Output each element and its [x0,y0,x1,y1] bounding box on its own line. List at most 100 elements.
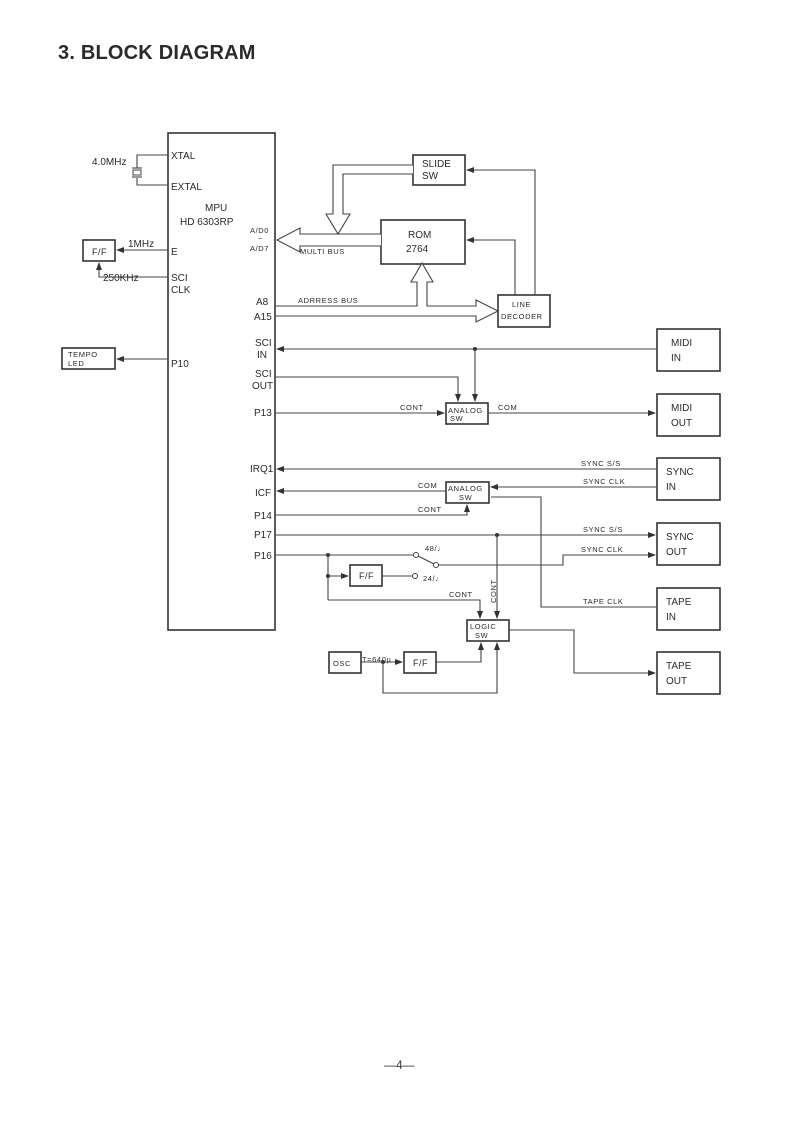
pin-ad-sep: ~ [258,234,263,243]
address-bus-label: ADRRESS BUS [298,296,358,305]
pin-sci-clk-1: SCI [171,273,188,284]
midi-in-label-2: IN [671,353,681,364]
slide-sw-block: SLIDE SW [412,154,466,186]
logic-cont-vertical-label: CONT [489,579,498,603]
osc-period-label: T=640μ [362,655,391,664]
sync-wiring: SYNC S/S SYNC CLK COM CONT SYNC S/S SYNC… [276,459,657,583]
line-decoder-label-2: DECODER [501,312,543,321]
crystal: 4.0MHz [92,154,168,186]
ff-tempo-label: F/F [359,571,374,581]
tempo-48-label: 48/♩ [425,544,445,553]
pin-p16: P16 [254,551,272,562]
pin-sci-clk-2: CLK [171,285,191,296]
pin-sci-out-2: OUT [252,381,273,392]
decoder-select-lines [466,167,536,295]
tempo-24-label: 24/♩ [423,574,443,583]
ff-osc-label: F/F [413,658,428,668]
rom-label-1: ROM [408,230,431,241]
pin-ad7: A/D7 [250,244,269,253]
midi-in-block: MIDI IN [656,328,721,372]
pin-p10: P10 [171,359,189,370]
tape-clk-label: TAPE CLK [583,597,624,606]
pin-irq1: IRQ1 [250,464,274,475]
tape-out-label-1: TAPE [666,661,692,672]
analog-sw-sync-label-2: SW [459,493,473,502]
osc-block: OSC T=640μ [328,651,391,674]
tape-in-label-2: IN [666,612,676,623]
ff-tempo-block: F/F [326,555,418,600]
pin-sci-out-1: SCI [255,369,272,380]
e-frequency: 1MHz [128,239,154,250]
logic-sw-label-2: SW [475,631,489,640]
line-decoder-block: LINE DECODER [497,294,551,328]
sync-in-label-1: SYNC [666,467,694,478]
line-decoder-label-1: LINE [512,300,531,309]
midi-wiring: CONT COM [276,346,657,416]
pin-p14: P14 [254,511,272,522]
pin-p13: P13 [254,408,272,419]
pin-p17: P17 [254,530,272,541]
multi-bus: MULTI BUS [275,164,413,256]
pin-a8: A8 [256,297,269,308]
analog-sw-midi-label-2: SW [450,414,464,423]
midi-com-label: COM [498,403,517,412]
midi-out-block: MIDI OUT [656,393,721,437]
pin-sci-in-1: SCI [255,338,272,349]
page-title: 3. BLOCK DIAGRAM [58,42,256,64]
midi-cont-label: CONT [400,403,424,412]
tape-out-block: TAPE OUT [656,651,721,695]
slide-sw-label-2: SW [422,171,439,182]
sync-out-block: SYNC OUT [656,522,721,566]
sync-in-clk-label: SYNC CLK [583,477,625,486]
midi-out-label-2: OUT [671,418,692,429]
mpu-name: MPU [205,203,227,214]
pin-a15: A15 [254,312,272,323]
rom-block: ROM 2764 [380,219,466,265]
mpu-part: HD 6303RP [180,217,234,228]
page-number: —4— [384,1058,415,1072]
midi-in-label-1: MIDI [671,338,692,349]
logic-cont-label: CONT [449,590,473,599]
sync-in-ss-label: SYNC S/S [581,459,621,468]
osc-label: OSC [333,659,351,668]
logic-sw-block: LOGIC SW [466,619,510,642]
sync-out-clk-label: SYNC CLK [581,545,623,554]
logic-sw-label-1: LOGIC [470,622,496,631]
tape-out-label-2: OUT [666,676,687,687]
sync-in-label-2: IN [666,482,676,493]
sync-out-ss-label: SYNC S/S [583,525,623,534]
tempo-led-label-2: LED [68,359,84,368]
multi-bus-label: MULTI BUS [300,247,345,256]
crystal-frequency: 4.0MHz [92,157,126,168]
pin-xtal: XTAL [171,151,196,162]
pin-sci-in-2: IN [257,350,267,361]
tape-wiring: TAPE CLK CONT CONT [328,496,657,694]
sync-out-label-2: OUT [666,547,687,558]
pin-e: E [171,247,178,258]
slide-sw-label-1: SLIDE [422,159,451,170]
pin-ad0: A/D0 [250,226,269,235]
pin-icf: ICF [255,488,271,499]
rom-label-2: 2764 [406,244,429,255]
sync-com-label: COM [418,481,437,490]
analog-sw-midi-label-1: ANALOG [448,406,483,415]
sync-cont-label: CONT [418,505,442,514]
sync-in-block: SYNC IN [656,457,721,501]
sci-clock-frequency: 250KHz [103,273,139,284]
mpu-block: MPU HD 6303RP XTAL EXTAL E SCI CLK P10 A… [167,132,276,631]
analog-sw-sync-block: ANALOG SW [445,481,490,504]
tape-in-label-1: TAPE [666,597,692,608]
tape-in-block: TAPE IN [656,587,721,631]
ff-osc-block: F/F [403,651,437,674]
midi-out-label-1: MIDI [671,403,692,414]
pin-extal: EXTAL [171,182,202,193]
analog-sw-sync-label-1: ANALOG [448,484,483,493]
ff-clock-block: F/F 1MHz 250KHz [82,239,168,284]
tempo-led-label-1: TEMPO [68,350,98,359]
ff-clock-label: F/F [92,247,107,257]
address-bus: ADRRESS BUS [276,261,500,323]
analog-sw-midi-block: ANALOG SW [445,402,489,425]
sync-out-label-1: SYNC [666,532,694,543]
tempo-led-block: TEMPO LED [61,347,168,370]
